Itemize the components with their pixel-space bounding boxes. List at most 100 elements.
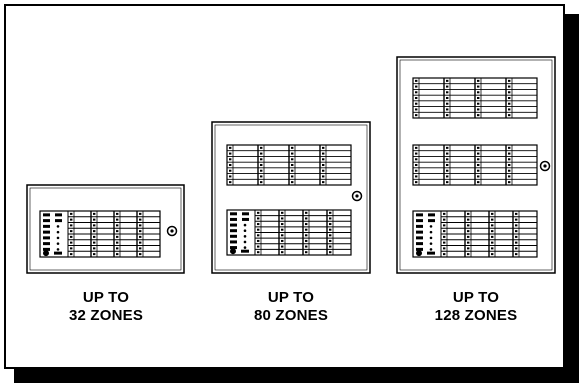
zone-led: [139, 230, 142, 233]
zone-led: [446, 108, 449, 111]
control-indicator: [416, 219, 423, 223]
zone-led: [305, 251, 308, 254]
zone-led: [305, 234, 308, 237]
zone-led: [139, 218, 142, 221]
annunciator-module: [412, 77, 538, 119]
zone-led: [443, 247, 446, 250]
zone-led: [70, 212, 73, 215]
zone-led: [139, 235, 142, 238]
zone-led: [139, 212, 142, 215]
zone-led: [70, 253, 73, 256]
zone-led: [257, 251, 260, 254]
panel-cabinet-inner: [214, 124, 368, 271]
control-led: [56, 236, 60, 240]
zone-led: [477, 102, 480, 105]
zone-led: [477, 158, 480, 161]
zone-led: [467, 253, 470, 256]
zone-led: [257, 234, 260, 237]
annunciator-module: [412, 144, 538, 186]
zone-led: [508, 79, 511, 82]
zone-led: [329, 211, 332, 214]
zone-led: [70, 218, 73, 221]
zone-led: [443, 230, 446, 233]
zone-led: [446, 97, 449, 99]
caption-line-1: UP TO: [82, 289, 130, 306]
zone-led: [322, 152, 325, 155]
zone-led: [446, 164, 449, 166]
zone-led: [415, 169, 418, 172]
zone-led: [139, 253, 142, 256]
zone-led: [93, 235, 96, 238]
zone-led: [305, 223, 308, 226]
zone-led: [139, 247, 142, 250]
annunciator-module: [226, 144, 352, 186]
zone-led: [281, 228, 284, 231]
zone-led: [415, 158, 418, 161]
zone-led: [508, 91, 511, 94]
control-indicator: [230, 234, 237, 238]
zone-led: [322, 169, 325, 172]
zone-led: [515, 235, 518, 238]
zone-led: [477, 108, 480, 111]
zone-led: [305, 228, 308, 231]
zone-led: [446, 91, 449, 94]
zone-led: [515, 253, 518, 256]
control-indicator: [55, 219, 62, 223]
zone-led: [305, 245, 308, 248]
zone-led: [446, 85, 449, 88]
caption-128-zones: UP TO 128 ZONES: [411, 289, 541, 325]
zone-led: [467, 235, 470, 238]
control-led: [429, 225, 433, 228]
control-led: [429, 230, 433, 234]
zone-led: [443, 235, 446, 238]
zone-led: [446, 169, 449, 172]
zone-led: [93, 230, 96, 233]
zone-led: [415, 97, 418, 99]
zone-led: [446, 146, 449, 149]
zone-led: [93, 241, 96, 244]
control-indicator: [416, 247, 423, 251]
zone-led: [446, 79, 449, 82]
zone-led: [281, 217, 284, 220]
zone-led: [229, 158, 232, 161]
zone-led: [329, 234, 332, 237]
zone-led: [329, 223, 332, 226]
key-lock-icon: [166, 225, 178, 237]
control-indicator: [416, 242, 423, 246]
zone-led: [443, 224, 446, 227]
control-indicator: [242, 212, 249, 216]
zone-led: [477, 97, 480, 99]
zone-led: [491, 212, 494, 215]
zone-led: [260, 146, 263, 149]
zone-led: [139, 241, 142, 244]
zone-led: [281, 234, 284, 237]
zone-led: [446, 114, 449, 117]
zone-led: [415, 85, 418, 88]
zone-led: [116, 218, 119, 221]
control-indicator: [54, 251, 62, 255]
control-indicator: [428, 213, 435, 217]
zone-led: [446, 158, 449, 161]
zone-led: [477, 114, 480, 117]
zone-led: [257, 217, 260, 220]
zone-led: [477, 164, 480, 166]
control-indicator: [241, 249, 249, 253]
zone-led: [291, 152, 294, 155]
zone-led: [477, 91, 480, 94]
zone-led: [491, 230, 494, 233]
zone-led: [260, 169, 263, 172]
zone-led: [329, 251, 332, 254]
zone-led: [329, 239, 332, 242]
zone-led: [70, 241, 73, 244]
zone-led: [491, 218, 494, 221]
zone-led: [446, 102, 449, 105]
panel-32-zones: [26, 184, 185, 274]
control-led: [243, 240, 247, 244]
zone-led: [477, 175, 480, 178]
zone-led: [322, 181, 325, 184]
zone-led: [322, 164, 325, 166]
zone-led: [291, 158, 294, 161]
zone-led: [257, 211, 260, 214]
zone-led: [446, 152, 449, 155]
